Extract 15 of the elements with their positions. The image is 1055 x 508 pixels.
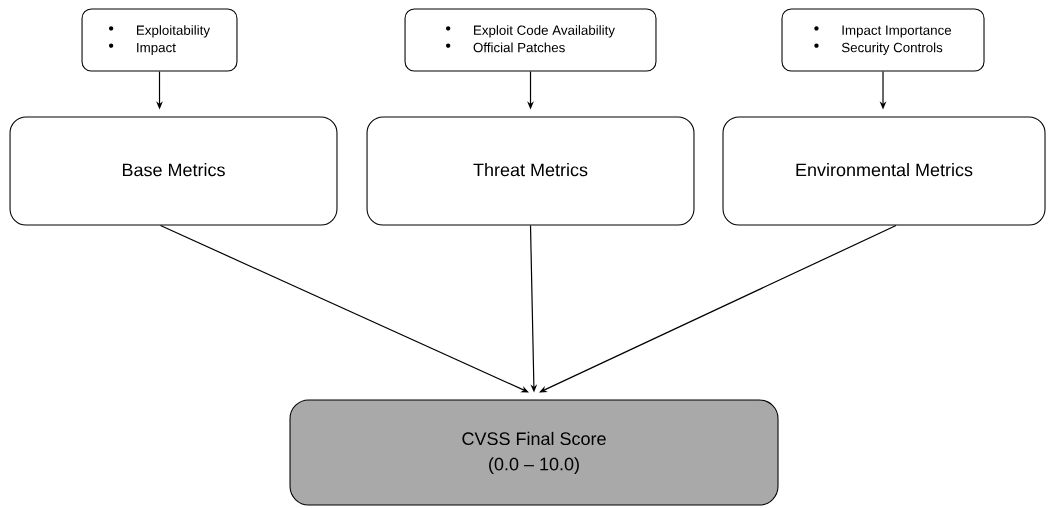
bullet-list-box: [404, 8, 657, 72]
list-item: Official Patches: [473, 42, 565, 53]
bullet-list-box: [81, 8, 238, 72]
bullet-list-box: [781, 8, 985, 72]
process-box: Base Metrics: [9, 116, 338, 226]
list-item: Impact: [137, 42, 176, 55]
list-item: Security Controls: [841, 42, 943, 55]
process-box: Environmental Metrics: [722, 116, 1046, 226]
list-item: Exploit Code Availability: [474, 25, 615, 38]
arrow: [159, 224, 529, 393]
list-item: Exploitability: [137, 25, 210, 38]
arrow: [539, 224, 897, 393]
score-box: CVSS Final Score (0.0 – 10.0): [289, 399, 779, 506]
list-item: Impact Importance: [842, 25, 952, 38]
process-box: Threat Metrics: [366, 116, 695, 226]
